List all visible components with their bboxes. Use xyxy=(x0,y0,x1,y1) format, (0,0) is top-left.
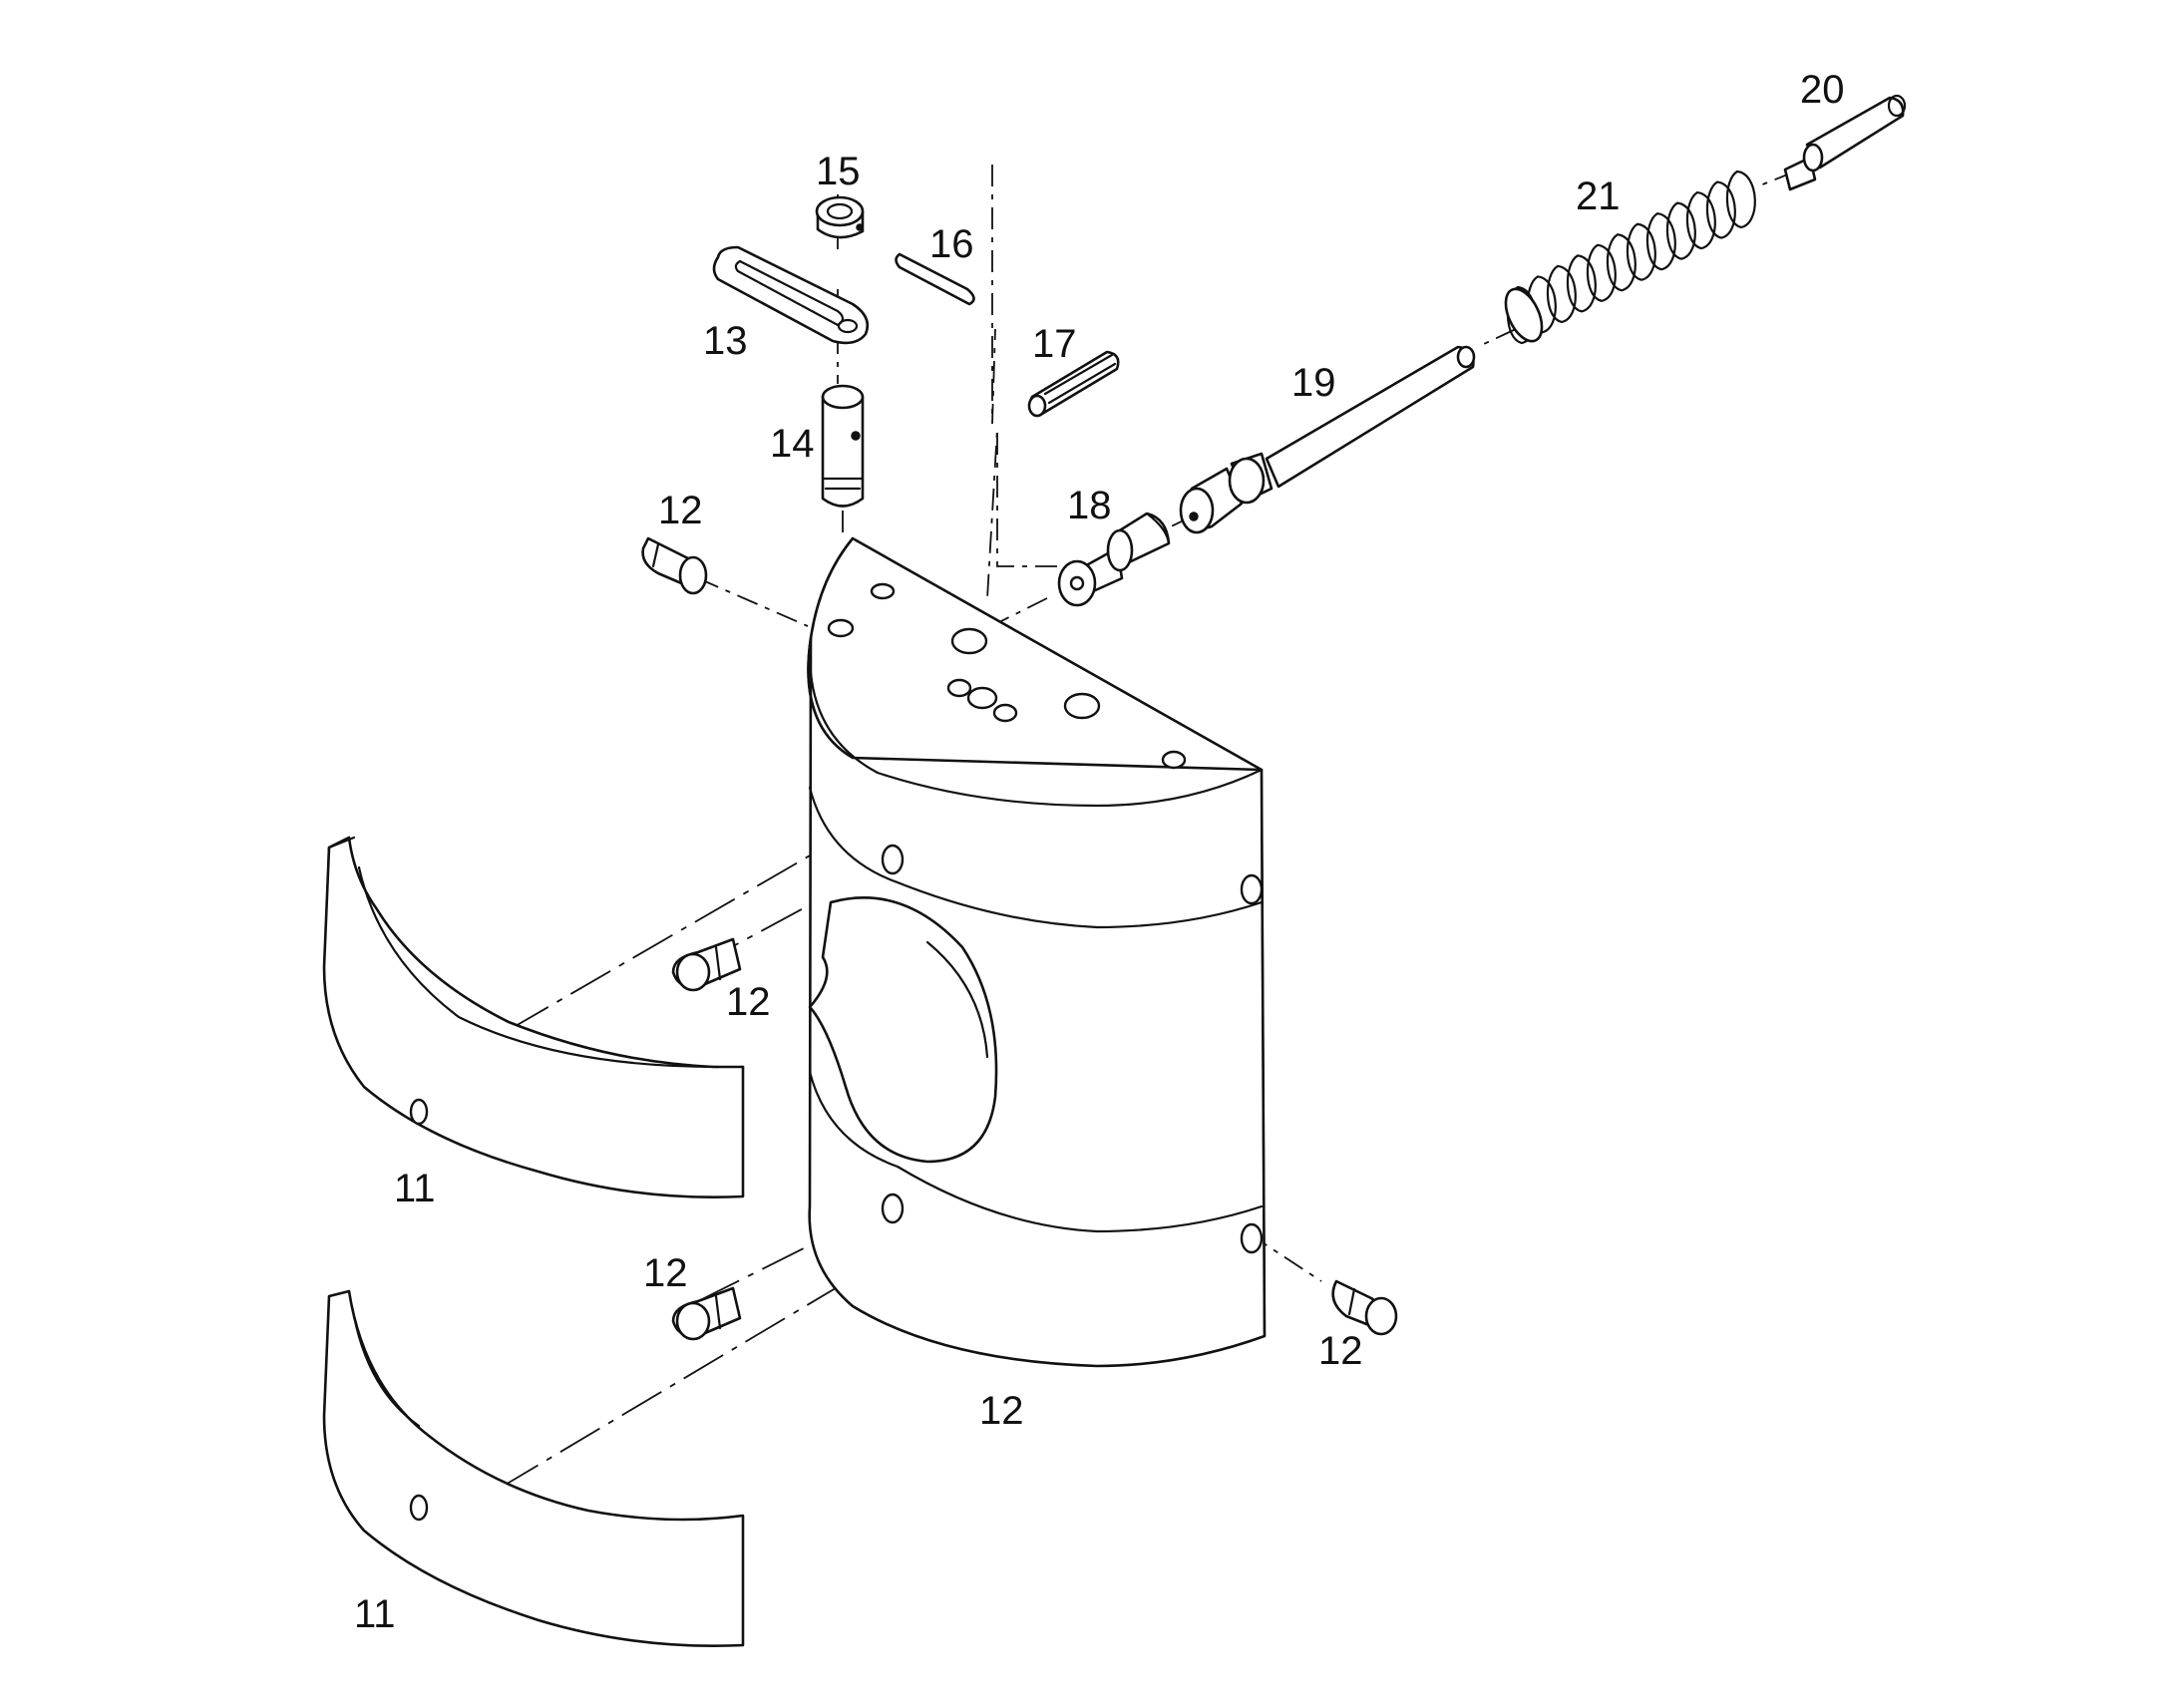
slotted-lever xyxy=(712,245,870,345)
callout-14: 14 xyxy=(770,422,815,466)
end-pin xyxy=(1783,94,1907,191)
cotter-pin xyxy=(895,252,975,306)
callout-11-lower: 11 xyxy=(354,1592,396,1636)
bushing xyxy=(1057,512,1171,607)
set-screw-top xyxy=(641,536,708,595)
callout-12-left-upper: 12 xyxy=(726,980,771,1024)
callout-19: 19 xyxy=(1291,361,1336,405)
collar xyxy=(815,195,865,239)
callout-12-right: 12 xyxy=(1318,1329,1363,1373)
set-screw-right xyxy=(1331,1279,1398,1336)
coil-spring xyxy=(1504,170,1756,345)
plunger-rod xyxy=(1179,345,1476,534)
callout-18: 18 xyxy=(1067,484,1112,527)
pivot-pin xyxy=(821,384,865,508)
callout-20: 20 xyxy=(1800,68,1845,112)
callout-12-left-lower: 12 xyxy=(643,1251,688,1295)
callout-16: 16 xyxy=(929,222,974,266)
callout-12-housing: 12 xyxy=(979,1389,1024,1433)
callout-12-top: 12 xyxy=(658,489,703,532)
callout-15: 15 xyxy=(816,150,861,193)
set-screw-left-upper xyxy=(671,937,742,992)
callout-13: 13 xyxy=(703,319,748,363)
callout-labels: 11 11 12 12 12 12 12 13 14 15 16 17 18 1… xyxy=(354,68,1845,1636)
main-housing xyxy=(807,536,1267,1368)
callout-11-upper: 11 xyxy=(394,1167,436,1210)
lower-shell-half xyxy=(322,1289,745,1648)
callout-17: 17 xyxy=(1032,322,1077,366)
roll-pin xyxy=(1027,350,1120,418)
callout-21: 21 xyxy=(1576,174,1621,218)
upper-shell-half xyxy=(322,836,745,1199)
set-screw-left-lower xyxy=(671,1286,742,1341)
